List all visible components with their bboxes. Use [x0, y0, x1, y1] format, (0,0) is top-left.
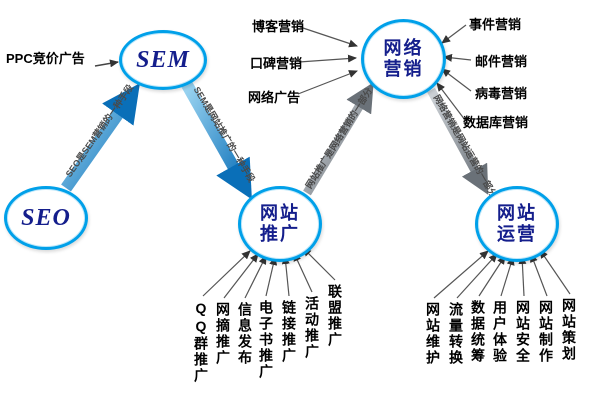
node-network-marketing-line1: 网络 — [383, 38, 424, 59]
label-data-planning: 数据统筹 — [470, 300, 486, 364]
node-seo-label: SEO — [21, 204, 71, 231]
label-activity: 活动推广 — [304, 296, 320, 360]
label-event-marketing: 事件营销 — [469, 17, 522, 32]
arrow-info-publish — [244, 255, 267, 299]
label-links: 链接推广 — [281, 300, 297, 364]
arrow-sem-to-promotion — [180, 80, 252, 200]
label-traffic-conversion: 流量转换 — [448, 302, 464, 366]
arrow-site-building — [530, 253, 548, 297]
arrow-blog-marketing — [299, 26, 358, 48]
arrow-marketing-to-operation — [427, 87, 489, 195]
label-info-publish: 信息发布 — [237, 302, 253, 366]
arrow-qq-group — [202, 250, 251, 297]
label-qq-group: QQ群推广 — [193, 300, 209, 384]
arrow-seo-to-sem — [61, 83, 140, 192]
arrow-ebook — [265, 256, 278, 297]
label-site-security: 网站安全 — [515, 300, 531, 364]
arrow-database-marketing — [436, 82, 466, 121]
arrow-promotion-to-marketing — [303, 82, 374, 196]
node-network-marketing: 网络 营销 — [361, 19, 446, 99]
node-site-promotion-line2: 推广 — [260, 224, 300, 244]
node-sem: SEM — [119, 30, 207, 90]
label-viral-marketing: 病毒营销 — [475, 86, 528, 101]
label-ppc: PPC竞价广告 — [6, 51, 85, 66]
arrow-viral-marketing — [441, 68, 472, 92]
arrow-email-marketing — [443, 53, 472, 62]
node-site-promotion: 网站 推广 — [238, 186, 322, 262]
arrow-site-maintenance — [433, 250, 489, 299]
node-seo: SEO — [4, 186, 88, 250]
label-ebook: 电子书推广 — [258, 300, 274, 380]
arrow-event-marketing — [441, 24, 467, 44]
arrow-site-security — [518, 255, 527, 297]
arrow-word-of-mouth — [298, 54, 357, 63]
arrow-traffic-conversion — [456, 253, 498, 299]
arrow-site-planning — [539, 249, 571, 295]
label-email-marketing: 邮件营销 — [475, 54, 528, 69]
node-site-operation-line2: 运营 — [497, 224, 537, 244]
label-online-ads: 网络广告 — [248, 90, 301, 105]
label-word-of-mouth: 口碑营销 — [250, 56, 303, 71]
label-user-experience: 用户体验 — [492, 300, 508, 364]
node-network-marketing-line2: 营销 — [383, 59, 424, 79]
label-alliance: 联盟推广 — [327, 284, 343, 348]
arrow-online-ads — [297, 70, 358, 95]
arrow-links — [281, 255, 290, 297]
label-blog-marketing: 博客营销 — [252, 19, 305, 34]
label-web-digest: 网摘推广 — [215, 302, 231, 366]
arrow-activity — [293, 252, 313, 293]
arrow-web-digest — [223, 253, 259, 299]
node-site-promotion-line1: 网站 — [260, 203, 300, 224]
arrow-alliance — [302, 247, 336, 281]
label-database-marketing: 数据库营销 — [463, 115, 529, 130]
arrow-ppc-to-sem — [94, 59, 119, 68]
arrow-data-planning — [478, 255, 506, 297]
node-sem-label: SEM — [136, 46, 190, 73]
label-site-maintenance: 网站维护 — [425, 302, 441, 366]
node-site-operation: 网站 运营 — [475, 186, 559, 262]
node-site-operation-line1: 网站 — [497, 203, 537, 224]
label-site-planning: 网站策划 — [561, 298, 577, 362]
arrow-user-experience — [500, 256, 515, 297]
label-site-building: 网站制作 — [538, 300, 554, 364]
